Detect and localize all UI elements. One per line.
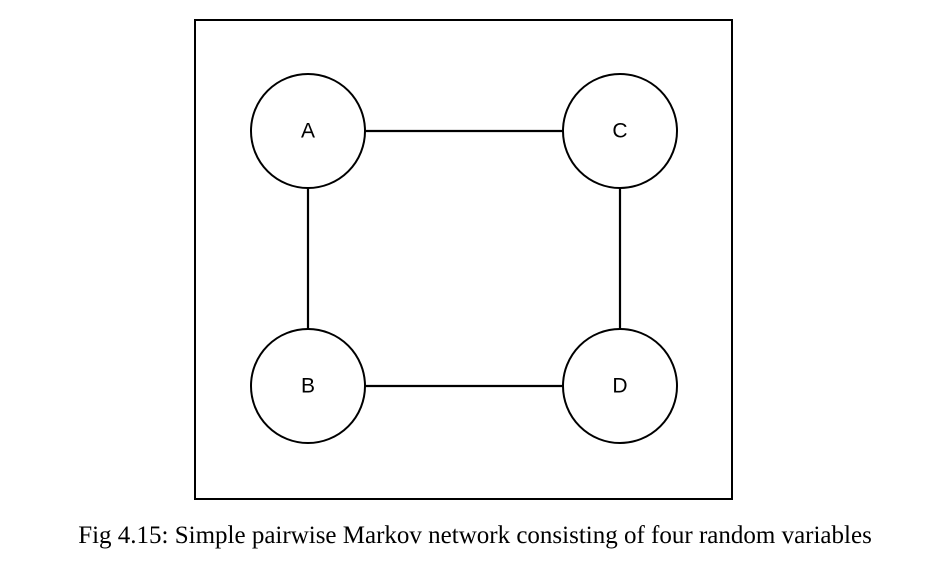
node-label: C [612, 120, 627, 143]
node-c: C [562, 73, 678, 189]
node-d: D [562, 328, 678, 444]
node-label: B [301, 375, 315, 398]
node-circle [250, 328, 366, 444]
node-label: A [301, 120, 315, 143]
node-a: A [250, 73, 366, 189]
node-circle [250, 73, 366, 189]
figure-caption: Fig 4.15: Simple pairwise Markov network… [78, 522, 872, 549]
node-b: B [250, 328, 366, 444]
node-label: D [612, 375, 627, 398]
nodes-layer: A C B D [250, 73, 678, 444]
node-circle [562, 73, 678, 189]
edges-layer [306, 129, 622, 388]
node-circle [562, 328, 678, 444]
